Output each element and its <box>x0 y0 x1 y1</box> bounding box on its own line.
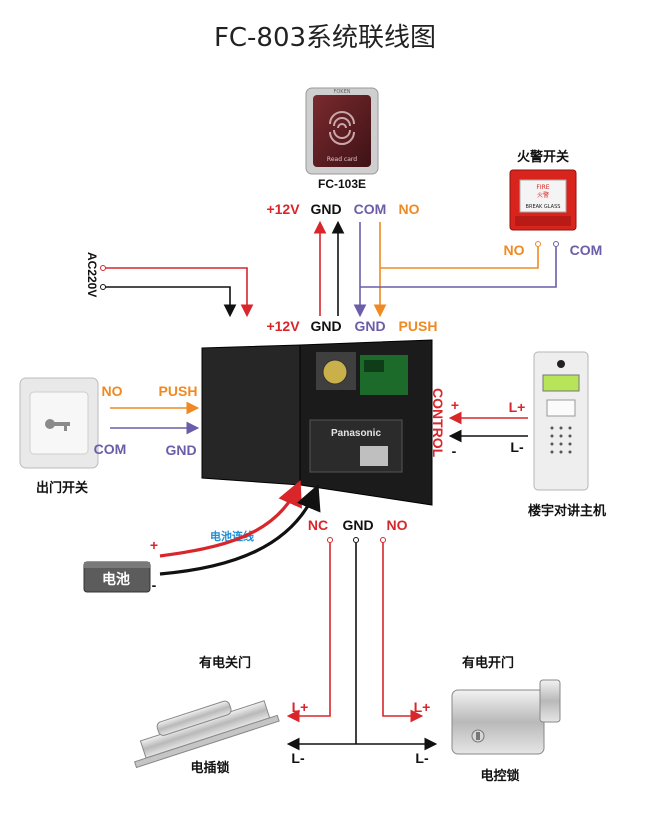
ac-neutral-terminal <box>100 284 106 290</box>
reader-card-text: Read card <box>327 156 357 163</box>
wire-no-to-rim <box>382 543 424 723</box>
electric-bolt-lock <box>133 700 280 769</box>
fire-switch-face-top: FIRE <box>536 184 549 191</box>
control-plus: + <box>451 397 459 413</box>
output-nc: NC <box>308 517 328 533</box>
rim-lock-title: 有电开门 <box>462 655 514 671</box>
battery-caption: 电池 <box>102 571 130 588</box>
controller-cabinet: Panasonic <box>201 339 433 506</box>
page-title: FC-803系统联线图 <box>214 23 436 53</box>
bolt-lock-title: 有电关门 <box>199 655 251 671</box>
wire-ac-live <box>104 267 254 318</box>
fire-switch-com: COM <box>570 242 603 258</box>
reader-terminal-gnd: GND <box>310 201 341 217</box>
exit-button-caption: 出门开关 <box>36 480 88 496</box>
battery: 电池 <box>83 561 151 593</box>
battery-minus: - <box>152 577 157 593</box>
card-reader: Read card FOKEN FC-103E <box>305 87 379 191</box>
ctrl-terminal-gnd-2: GND <box>354 318 385 334</box>
intercom-l-plus: L+ <box>509 399 526 415</box>
fire-switch-face-line: BREAK GLASS <box>526 204 561 210</box>
reader-terminal-com: COM <box>354 201 387 217</box>
ctrl-terminal-push: PUSH <box>399 318 438 334</box>
wire-fire-no <box>380 247 539 269</box>
reader-terminal-12v: +12V <box>266 201 300 217</box>
exit-button-com: COM <box>94 441 127 457</box>
battery-plus: + <box>150 537 158 553</box>
bolt-lock-caption: 电插锁 <box>190 760 229 776</box>
exit-button-no: NO <box>102 383 123 399</box>
battery-brand-label: Panasonic <box>331 428 381 439</box>
fire-switch-face-sub: 火警 <box>537 191 549 199</box>
wire-ac-neutral <box>104 286 237 318</box>
wire-fire-com <box>360 247 557 288</box>
exit-button-gnd: GND <box>165 442 196 458</box>
fire-alarm-switch: 火警开关 FIRE 火警 BREAK GLASS <box>509 149 577 231</box>
wire-battery-plus <box>159 480 302 558</box>
rim-lock-l-plus: L+ <box>414 699 431 715</box>
fire-switch-no: NO <box>504 242 525 258</box>
bolt-lock-l-plus: L+ <box>292 699 309 715</box>
fire-com-terminal <box>553 241 559 247</box>
control-label: CONTROL <box>430 388 446 458</box>
key-icon <box>45 419 70 431</box>
ctrl-terminal-gnd-1: GND <box>310 318 341 334</box>
reader-model: FC-103E <box>318 177 366 191</box>
exit-button-push: PUSH <box>159 383 198 399</box>
rim-lock-caption: 电控锁 <box>480 768 519 784</box>
intercom-caption: 楼宇对讲主机 <box>528 503 606 519</box>
bolt-lock-l-minus: L- <box>291 750 305 766</box>
rim-lock-l-minus: L- <box>415 750 429 766</box>
output-nc-terminal <box>327 537 333 543</box>
control-minus: - <box>452 443 457 459</box>
fire-no-terminal <box>535 241 541 247</box>
wire-battery-minus <box>159 484 321 576</box>
intercom-l-minus: L- <box>510 439 524 455</box>
wire-nc-to-bolt <box>286 543 331 723</box>
ctrl-terminal-12v: +12V <box>266 318 300 334</box>
output-gnd: GND <box>342 517 373 533</box>
fire-switch-caption: 火警开关 <box>517 149 569 165</box>
ac-live-terminal <box>100 265 106 271</box>
reader-brand: FOKEN <box>334 89 351 95</box>
output-no: NO <box>387 517 408 533</box>
electric-rim-lock <box>451 679 561 755</box>
exit-button <box>19 377 99 469</box>
output-no-terminal <box>380 537 386 543</box>
intercom-panel <box>533 351 589 491</box>
output-gnd-terminal <box>353 537 359 543</box>
rfid-wave-icon <box>329 111 355 145</box>
battery-wire-label: 电池连线 <box>210 529 254 543</box>
power-input-label: AC220V <box>85 252 99 297</box>
reader-terminal-no: NO <box>399 201 420 217</box>
